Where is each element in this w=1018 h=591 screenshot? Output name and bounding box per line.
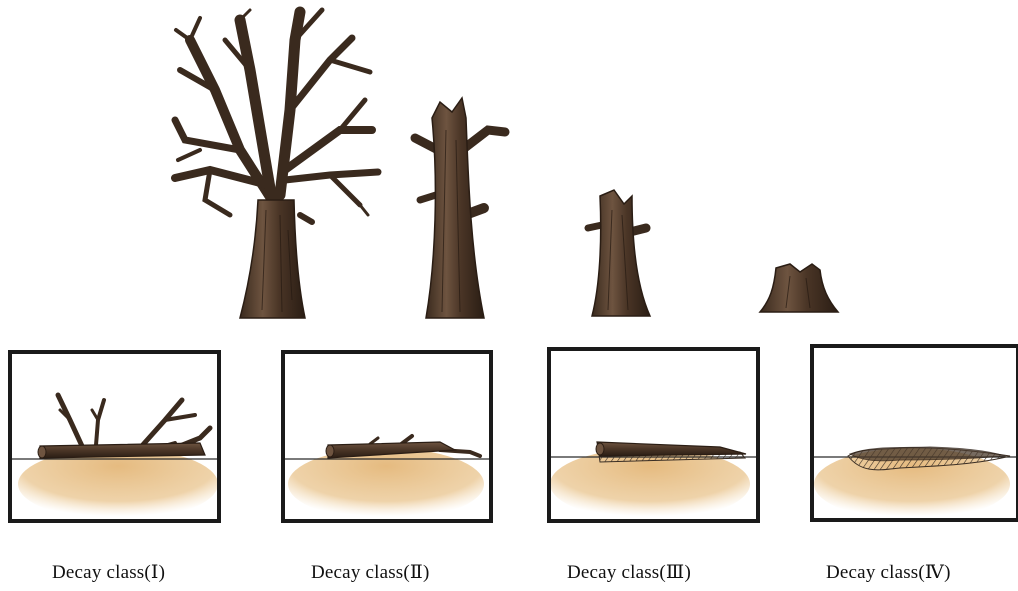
panel-3-flattened-log (549, 349, 758, 521)
caption-decay-class-3: Decay class(Ⅲ) (567, 561, 691, 584)
panel-4-crumbling-log (812, 346, 1018, 520)
standing-dead-tree-class-2 (415, 98, 505, 318)
caption-decay-class-2: Decay class(Ⅱ) (311, 561, 430, 584)
standing-dead-tree-class-3 (588, 190, 650, 316)
caption-decay-class-1: Decay class(Ⅰ) (52, 561, 165, 584)
panel-1-fallen-log (10, 352, 219, 521)
stump-class-4 (760, 264, 838, 312)
caption-decay-class-4: Decay class(Ⅳ) (826, 561, 951, 584)
standing-dead-tree-class-1 (175, 10, 378, 318)
panel-2-log (283, 352, 491, 521)
